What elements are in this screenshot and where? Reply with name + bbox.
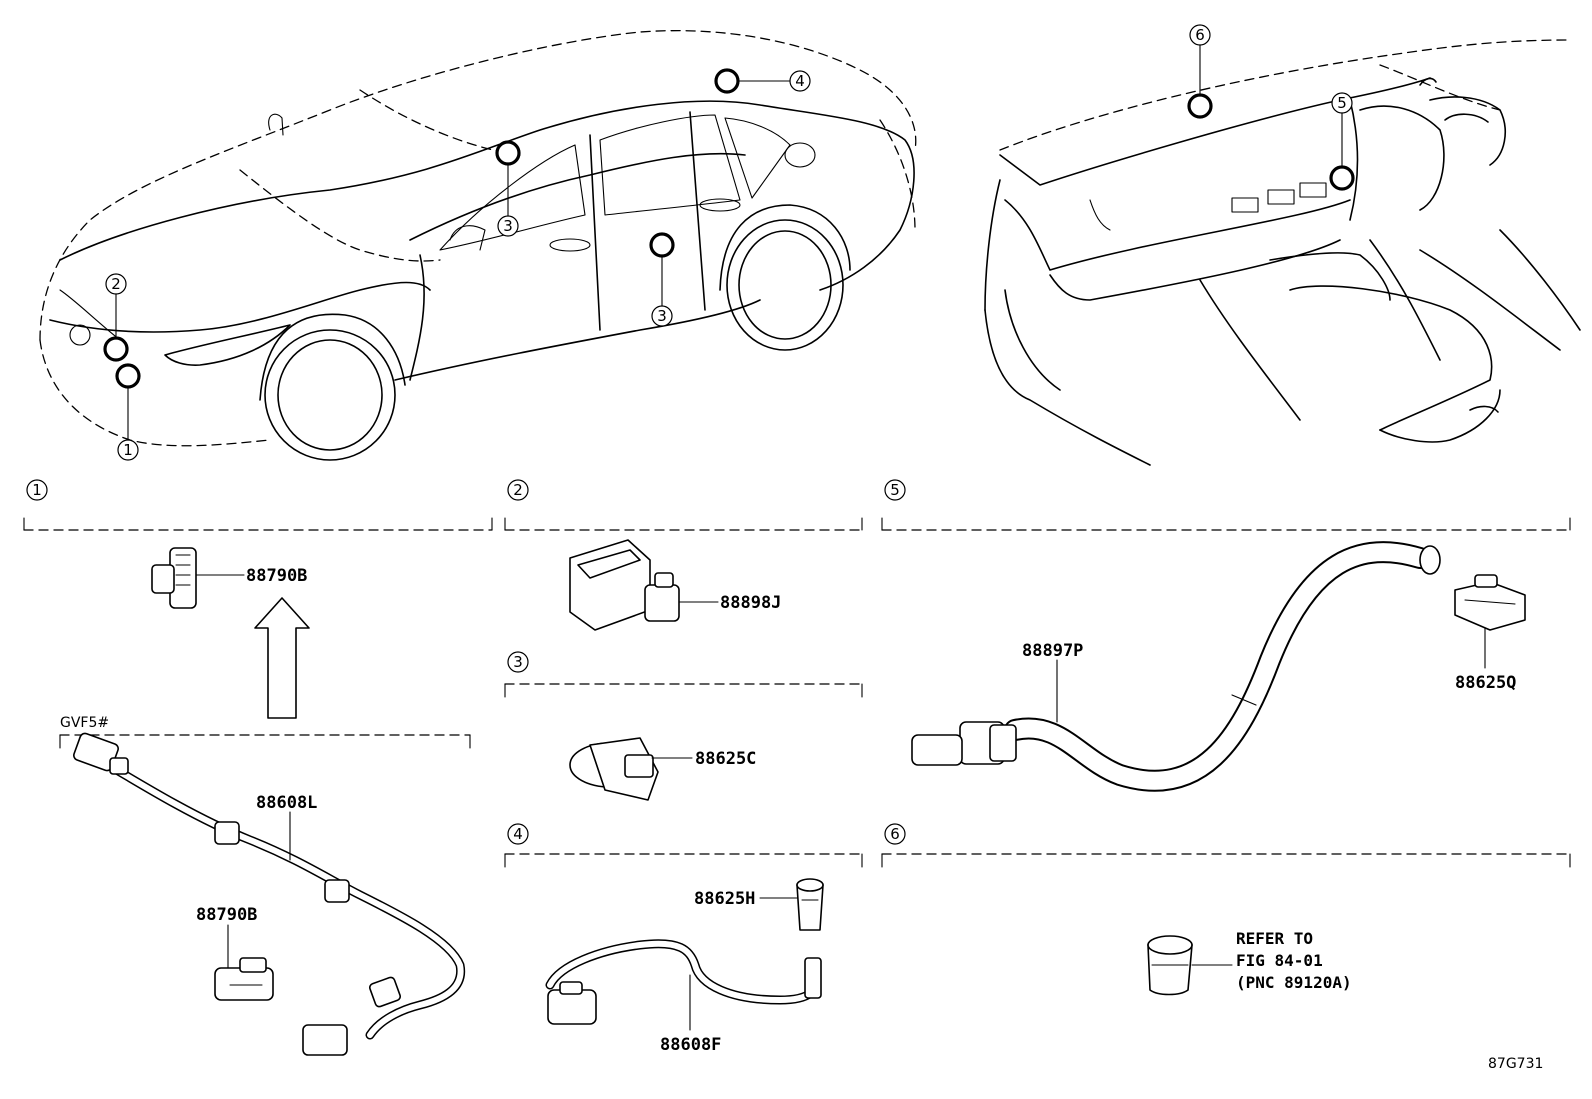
pn-88608L: 88608L [256,793,317,813]
svg-text:5: 5 [1337,94,1347,112]
harness-88608L [73,732,466,1056]
pn-88897P: 88897P [1022,641,1083,661]
refer-note-line3: (PNC 89120A) [1236,973,1352,992]
group-6: 6 REFER TO FIG 84-01 (PNC 89120A) [881,823,1571,996]
hose-88897P [911,541,1441,792]
group-5: 5 88897P 88625Q [881,479,1571,792]
group-6-number: 6 [890,825,900,843]
refer-note-line1: REFER TO [1236,929,1313,948]
callout-3-pillar: 3 [497,215,519,237]
group-3-number: 3 [513,653,523,671]
connector-88625Q [1454,574,1526,631]
pn-88608F: 88608F [660,1035,721,1055]
group-2: 2 88898J [504,479,863,631]
connector-88790B-bottom [214,957,274,1001]
group-1: 1 88790B GVF5# [23,479,493,1056]
callout-2-exterior: 2 [105,273,127,295]
pn-88625Q: 88625Q [1455,673,1516,693]
refer-note-line2: FIG 84-01 [1236,951,1323,970]
group-4: 4 88625H 88608F [504,823,863,1055]
pn-88790B-top: 88790B [246,566,307,586]
svg-text:3: 3 [503,217,513,235]
sensor-88625C [569,737,659,801]
pn-88625C: 88625C [695,749,756,769]
car-exterior-view: 1 2 3 3 4 [39,30,917,461]
harness-88608F [545,939,822,1025]
pn-88790B-bottom: 88790B [196,905,257,925]
callout-6-dash: 6 [1189,24,1211,46]
sensor-89120A [1147,935,1193,996]
svg-text:3: 3 [657,307,667,325]
group-3: 3 88625C [504,651,863,801]
group-4-number: 4 [513,825,523,843]
group-5-number: 5 [890,481,900,499]
sensor-88898J [569,539,680,631]
group-1-number: 1 [32,481,42,499]
callout-1-exterior: 1 [117,439,139,461]
callout-3-door: 3 [651,305,673,327]
variant-label: GVF5# [60,715,109,731]
pn-88898J: 88898J [720,593,781,613]
callout-5-dash: 5 [1331,92,1353,114]
group-2-number: 2 [513,481,523,499]
figure-code: 87G731 [1488,1056,1543,1072]
svg-text:6: 6 [1195,26,1205,44]
connector-88790B-top [151,547,197,609]
svg-text:4: 4 [795,72,805,90]
dashboard-interior-view: 6 5 [984,24,1581,466]
pn-88625H: 88625H [694,889,755,909]
sensor-88625H [796,878,824,931]
assembly-arrow [254,597,310,719]
svg-text:1: 1 [123,441,133,459]
callout-4-roof: 4 [789,70,811,92]
svg-text:2: 2 [111,275,121,293]
